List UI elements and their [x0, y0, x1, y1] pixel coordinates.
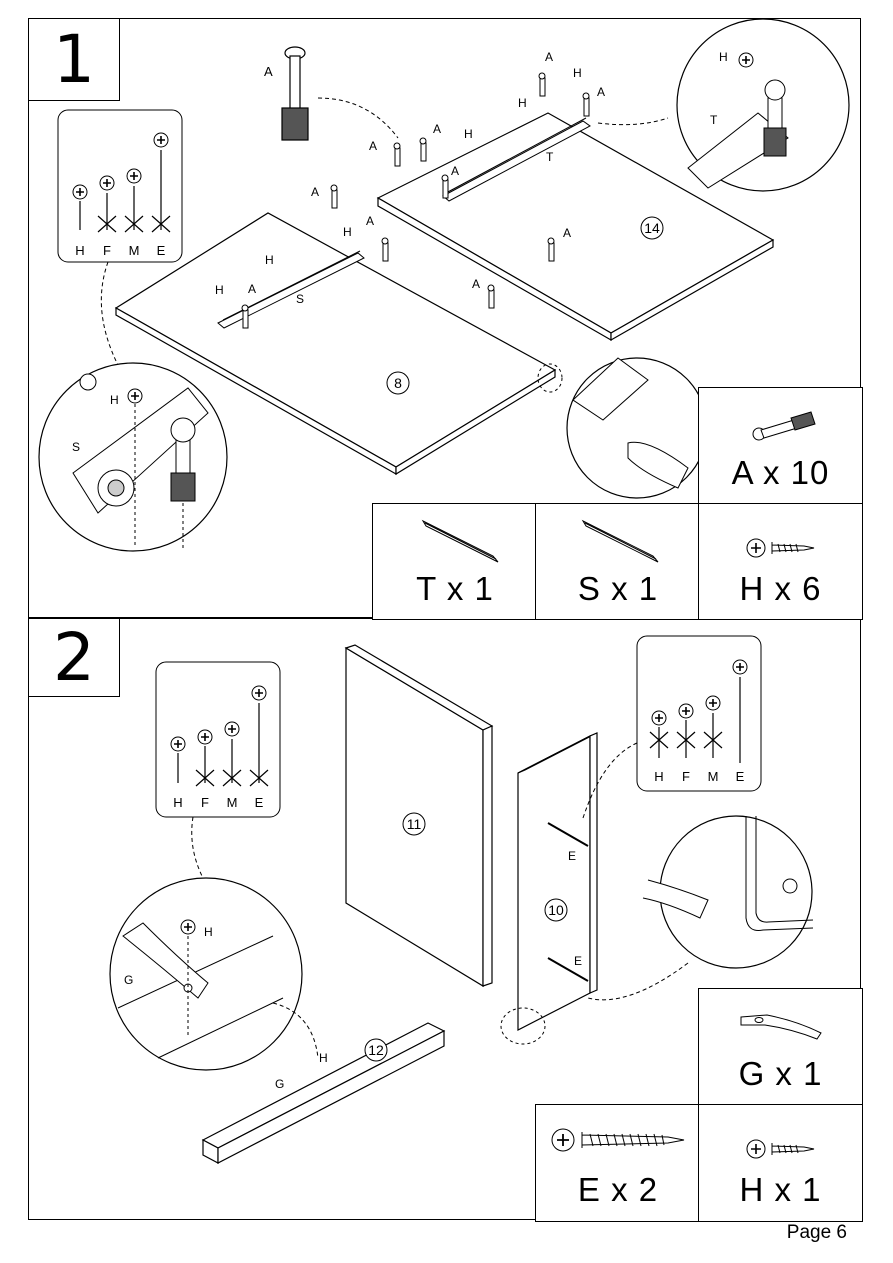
panel-8-marker	[386, 371, 410, 395]
svg-text:A: A	[433, 122, 441, 136]
panel-12-label: 12	[368, 1042, 384, 1058]
svg-text:E: E	[574, 954, 582, 968]
panel-8-label: 8	[394, 375, 402, 391]
cam-bolt-icon	[752, 411, 816, 441]
rail-t-icon	[421, 519, 499, 563]
svg-text:H: H	[110, 393, 119, 407]
svg-text:F: F	[682, 769, 690, 784]
detail-circle-edge	[642, 815, 814, 969]
svg-text:T: T	[546, 150, 554, 164]
panel-14-label: 14	[644, 220, 660, 236]
panel-14	[376, 112, 775, 342]
svg-text:A: A	[366, 214, 374, 228]
rail-t	[442, 117, 591, 202]
svg-text:H: H	[464, 127, 473, 141]
step1-illustration: 8 14 S T A A A A A A A A A A H H H H H H	[38, 18, 850, 552]
part-h-cell-2: H x 1	[698, 1104, 863, 1222]
screw-h-icon	[746, 538, 815, 558]
detail-circle-g: H G	[109, 877, 303, 1071]
step1-number: 1	[29, 19, 120, 101]
svg-text:E: E	[255, 795, 264, 810]
screw-letters: H H H H H H	[215, 66, 582, 297]
part-a-qty: A x 10	[731, 454, 830, 491]
svg-text:M: M	[129, 243, 140, 258]
part-a-cell: A x 10	[698, 387, 863, 505]
rail-s-icon	[581, 519, 659, 563]
panel-8	[114, 212, 557, 476]
part-t-cell: T x 1	[372, 503, 538, 620]
panel-14-marker	[640, 216, 664, 240]
svg-text:A: A	[451, 164, 459, 178]
large-cam	[281, 46, 309, 141]
svg-text:A: A	[472, 277, 480, 291]
svg-text:A: A	[264, 64, 273, 79]
svg-text:A: A	[545, 50, 553, 64]
cam-letters: A A A A A A A A A A	[248, 50, 605, 296]
part-e-cell: E x 2	[535, 1104, 701, 1222]
svg-text:H: H	[518, 96, 527, 110]
step2-number: 2	[29, 619, 120, 697]
svg-text:H: H	[319, 1051, 328, 1065]
svg-text:M: M	[227, 795, 238, 810]
part-t-qty: T x 1	[416, 570, 494, 607]
step2-illustration: 11 10 E E 12 G H H F M E	[109, 635, 814, 1164]
svg-text:H: H	[75, 243, 84, 258]
svg-text:E: E	[736, 769, 745, 784]
panel-10	[517, 732, 598, 1031]
step2-screw-legend: H F M E	[155, 661, 281, 818]
part-h-qty-1: H x 6	[739, 570, 822, 607]
bracket-g-icon	[740, 1014, 822, 1040]
svg-text:H: H	[343, 225, 352, 239]
cam-bolts	[241, 72, 590, 329]
svg-text:H: H	[204, 925, 213, 939]
svg-text:F: F	[201, 795, 209, 810]
panel-10-label: 10	[548, 902, 564, 918]
part-e-qty: E x 2	[577, 1171, 659, 1208]
svg-text:H: H	[265, 253, 274, 267]
svg-text:E: E	[568, 849, 576, 863]
page-footer: Page 6	[786, 1222, 847, 1243]
svg-text:M: M	[708, 769, 719, 784]
part-h-qty-2: H x 1	[739, 1171, 822, 1208]
svg-text:H: H	[719, 50, 728, 64]
svg-text:A: A	[311, 185, 319, 199]
svg-text:T: T	[710, 113, 718, 127]
svg-text:A: A	[369, 139, 377, 153]
svg-text:H: H	[173, 795, 182, 810]
step1-screw-legend: H F M E	[57, 109, 183, 263]
detail-circle-hand	[566, 357, 708, 499]
svg-text:H: H	[654, 769, 663, 784]
svg-text:S: S	[72, 440, 80, 454]
svg-text:H: H	[215, 283, 224, 297]
svg-text:F: F	[103, 243, 111, 258]
svg-text:H: H	[573, 66, 582, 80]
svg-text:E: E	[157, 243, 166, 258]
detail-circle-t: H T	[676, 18, 850, 192]
svg-text:G: G	[124, 973, 133, 987]
svg-text:G: G	[275, 1077, 284, 1091]
screw-h-icon-2	[746, 1139, 815, 1159]
screw-e-icon	[551, 1128, 685, 1152]
part-g-qty: G x 1	[738, 1055, 823, 1092]
svg-text:S: S	[296, 292, 304, 306]
part-s-cell: S x 1	[535, 503, 701, 620]
svg-text:A: A	[248, 282, 256, 296]
part-s-qty: S x 1	[577, 570, 659, 607]
step2-screw-legend-right: H F M E	[636, 635, 762, 792]
panel-11-label: 11	[407, 816, 422, 832]
part-h-cell-1: H x 6	[698, 503, 863, 620]
part-g-cell: G x 1	[698, 988, 863, 1106]
svg-text:A: A	[563, 226, 571, 240]
detail-circle-s: H S	[38, 362, 228, 552]
svg-text:A: A	[597, 85, 605, 99]
